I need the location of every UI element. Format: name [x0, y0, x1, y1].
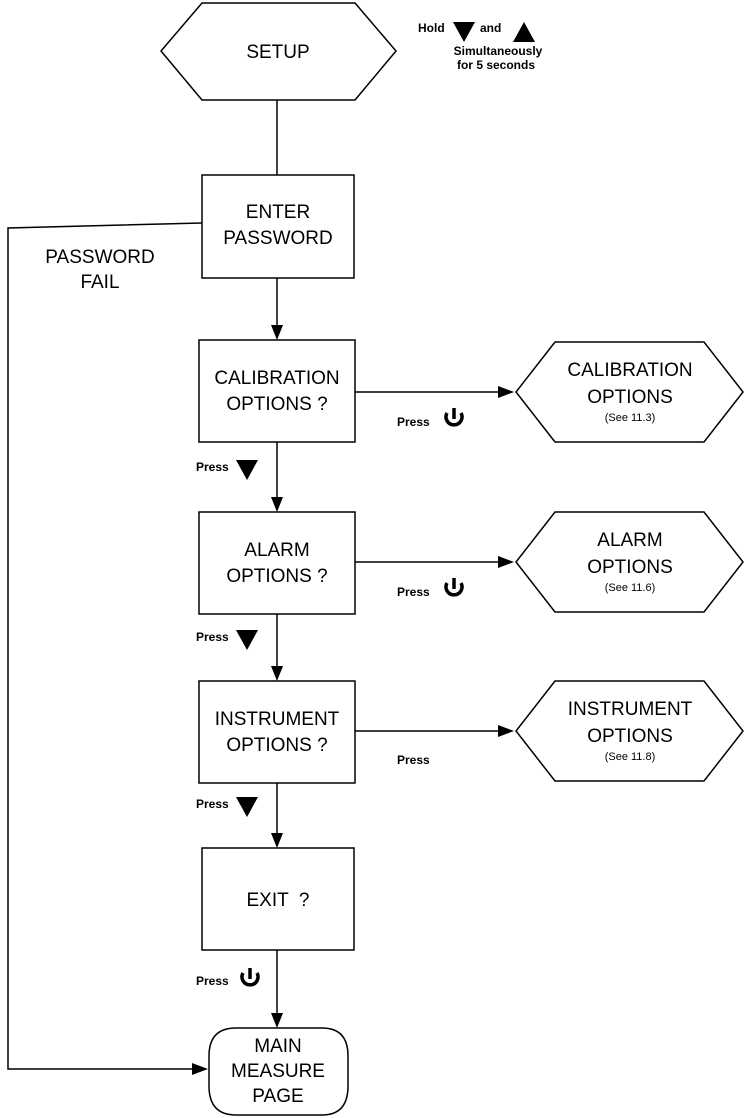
password-fail-label: PASSWORD FAIL [45, 247, 154, 293]
exit-question-label: EXIT ? [246, 890, 309, 911]
setup-note-and: and [480, 21, 501, 35]
arrowhead-instrument [271, 666, 283, 681]
calibration-question-line2: OPTIONS ? [226, 394, 327, 415]
power-icon [240, 968, 260, 987]
calibration-options-node: CALIBRATION OPTIONS (See 11.3) [515, 341, 744, 443]
instrument-options-line1: INSTRUMENT [568, 699, 693, 720]
setup-note: Hold and Simultaneously for 5 seconds [418, 21, 543, 72]
down-triangle-icon [236, 630, 258, 650]
press-text: Press [196, 460, 229, 474]
calibration-down-press: Press [196, 460, 258, 480]
password-fail-line2: FAIL [80, 272, 119, 293]
main-measure-page-node: MAIN MEASURE PAGE [208, 1027, 349, 1116]
calibration-options-ref: (See 11.3) [605, 412, 656, 424]
alarm-options-node: ALARM OPTIONS (See 11.6) [515, 511, 744, 613]
enter-password-node: ENTER PASSWORD [201, 174, 355, 279]
arrowhead-instrument-options [498, 725, 514, 737]
instrument-options-node: INSTRUMENT OPTIONS (See 11.8) [515, 680, 744, 782]
calibration-options-line1: CALIBRATION [567, 360, 692, 381]
setup-note-hold: Hold [418, 21, 445, 35]
press-text: Press [397, 415, 430, 429]
down-triangle-icon [236, 460, 258, 480]
instrument-question-line2: OPTIONS ? [226, 735, 327, 756]
arrowhead-calibration-options [498, 386, 514, 398]
instrument-down-press: Press [196, 797, 258, 817]
instrument-question-line1: INSTRUMENT [215, 709, 340, 730]
main-measure-line1: MAIN [254, 1036, 302, 1057]
main-measure-line3: PAGE [252, 1086, 303, 1107]
instrument-options-line2: OPTIONS [587, 726, 673, 747]
arrowhead-password-fail [192, 1063, 208, 1075]
press-text: Press [196, 797, 229, 811]
arrowhead-exit [271, 833, 283, 848]
arrowhead-main-measure [271, 1013, 283, 1028]
setup-label: SETUP [246, 42, 309, 63]
enter-password-line2: PASSWORD [223, 228, 332, 249]
alarm-question-line2: OPTIONS ? [226, 566, 327, 587]
arrowhead-alarm [271, 497, 283, 512]
arrowhead-calibration [271, 325, 283, 340]
main-measure-line2: MEASURE [231, 1061, 325, 1082]
alarm-options-line1: ALARM [597, 530, 662, 551]
setup-note-duration: for 5 seconds [457, 58, 535, 72]
calibration-options-question-node: CALIBRATION OPTIONS ? [198, 339, 356, 443]
setup-node: SETUP [160, 2, 397, 101]
instrument-options-question-node: INSTRUMENT OPTIONS ? [198, 680, 356, 784]
setup-note-simultaneously: Simultaneously [454, 44, 543, 58]
press-text: Press [196, 630, 229, 644]
instrument-options-ref: (See 11.8) [605, 751, 656, 763]
up-triangle-icon [513, 22, 535, 42]
arrowhead-alarm-options [498, 556, 514, 568]
calibration-question-line1: CALIBRATION [214, 368, 339, 389]
connectors [7, 100, 514, 1075]
power-icon [444, 578, 464, 597]
down-triangle-icon [236, 797, 258, 817]
down-triangle-icon [453, 22, 475, 42]
alarm-options-ref: (See 11.6) [605, 582, 656, 594]
password-fail-line1: PASSWORD [45, 247, 154, 268]
instrument-press-label: Press [397, 753, 430, 767]
enter-password-line1: ENTER [246, 202, 310, 223]
alarm-question-line1: ALARM [244, 540, 309, 561]
calibration-options-line2: OPTIONS [587, 387, 673, 408]
press-text: Press [397, 753, 430, 767]
alarm-options-question-node: ALARM OPTIONS ? [198, 511, 356, 615]
connector-password-fail [7, 222, 203, 1070]
exit-press-label: Press [196, 968, 260, 988]
press-text: Press [196, 974, 229, 988]
alarm-options-line2: OPTIONS [587, 557, 673, 578]
alarm-down-press: Press [196, 630, 258, 650]
press-text: Press [397, 585, 430, 599]
power-icon [444, 408, 464, 427]
calibration-press-label: Press [397, 408, 464, 429]
exit-question-node: EXIT ? [201, 847, 355, 951]
alarm-press-label: Press [397, 578, 464, 599]
